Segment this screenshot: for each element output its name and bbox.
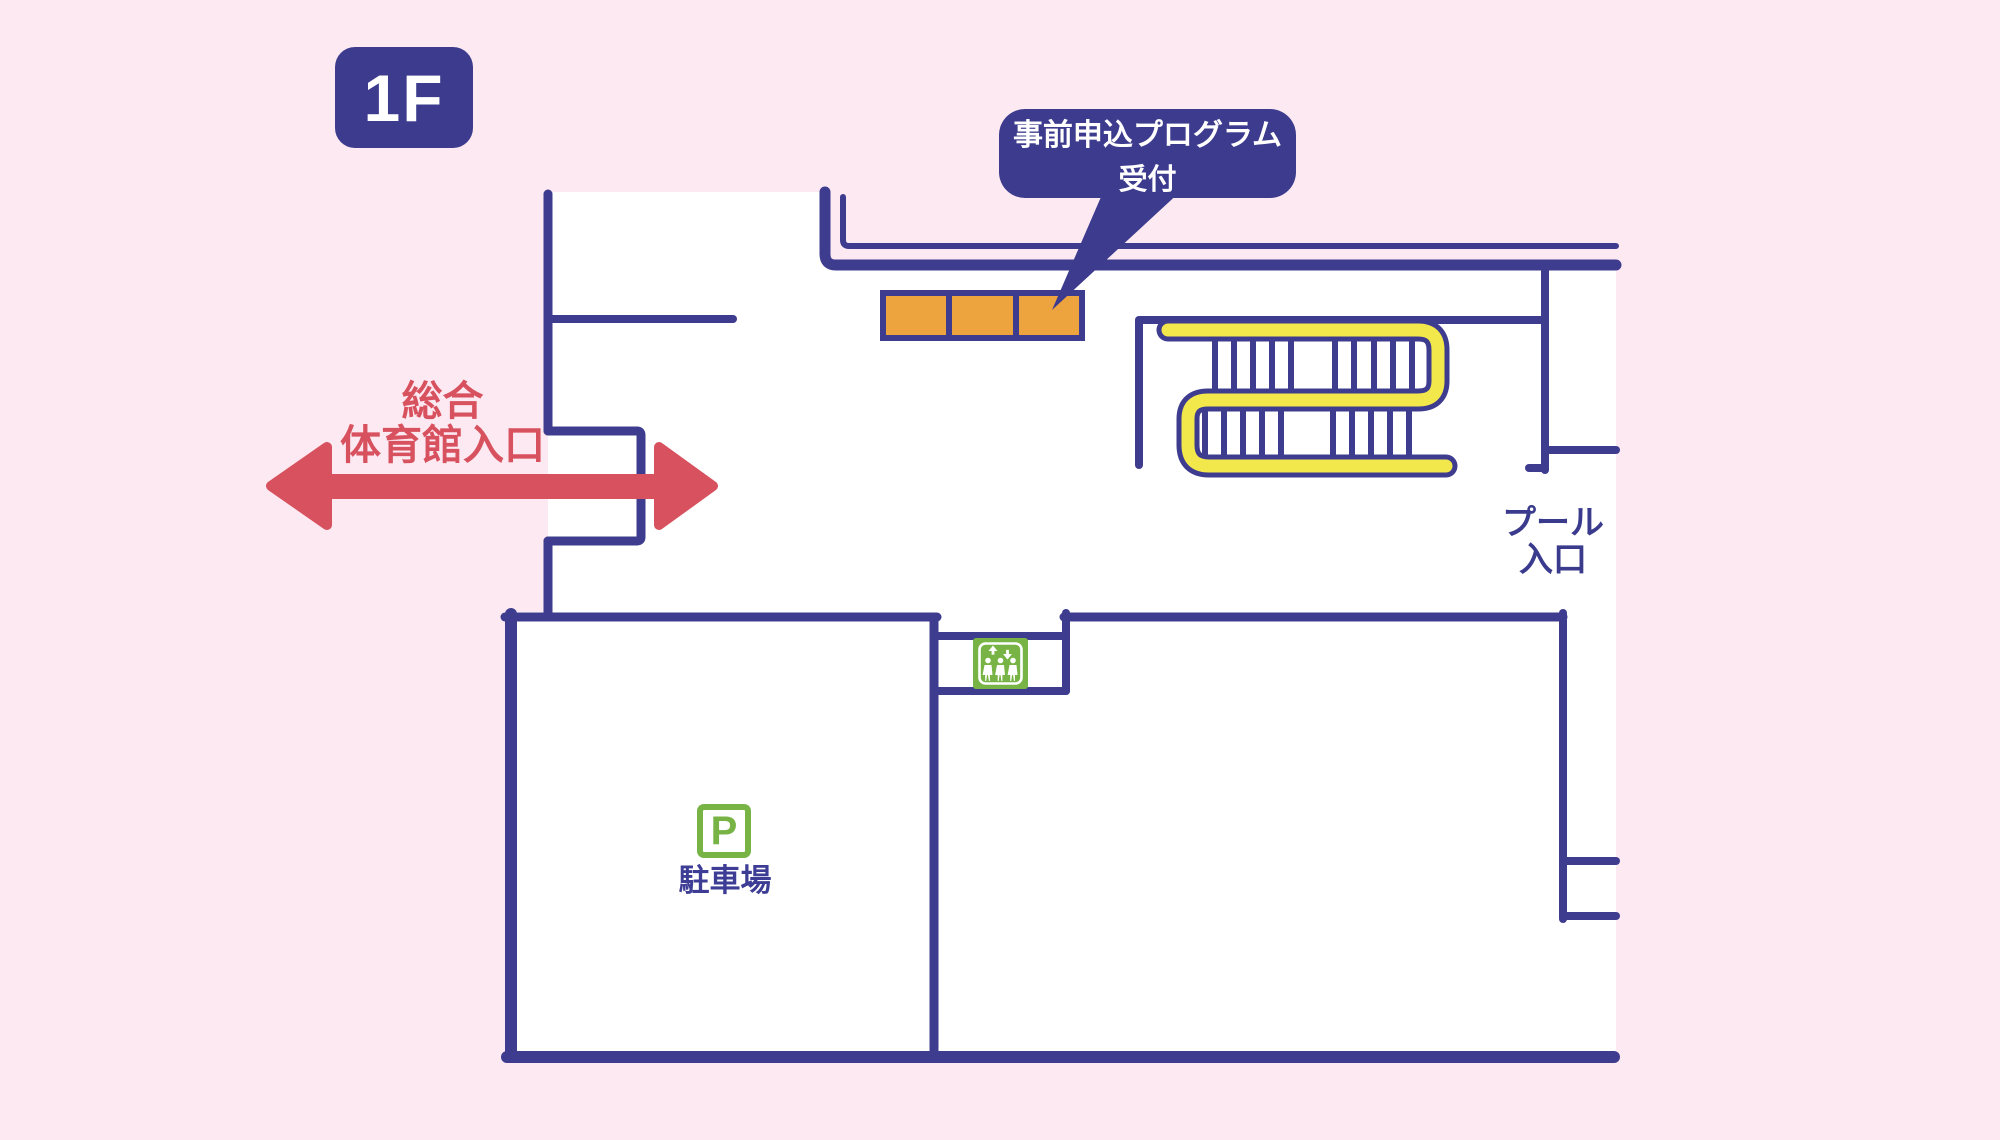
callout-tail bbox=[1052, 190, 1182, 310]
elevator-arrows bbox=[988, 645, 1012, 660]
parking-icon-letter: P bbox=[710, 808, 738, 853]
floor-main bbox=[830, 265, 1616, 1060]
entrance-arrow-head-left bbox=[266, 442, 332, 530]
callout-label: 事前申込プログラム 受付 bbox=[999, 109, 1296, 198]
gym-entrance-line1: 総合 bbox=[401, 378, 484, 424]
pool-entrance-line1: プール bbox=[1502, 504, 1604, 542]
callout-body bbox=[999, 109, 1296, 198]
wall-top-thin bbox=[840, 194, 1619, 249]
elevator-people bbox=[982, 657, 1018, 681]
entrance-arrow-shaft bbox=[306, 474, 680, 499]
floor-lobby bbox=[548, 192, 830, 1055]
parking-icon bbox=[697, 804, 751, 858]
stair-rail-yellow bbox=[1161, 323, 1453, 473]
reception-counter-dividers bbox=[946, 293, 1019, 338]
parking-label: 駐車場 bbox=[678, 863, 772, 898]
reception-counter bbox=[880, 290, 1085, 341]
reception-counter-body bbox=[880, 290, 1085, 341]
stair-steps-lower bbox=[1202, 410, 1412, 456]
callout-line2: 受付 bbox=[1118, 163, 1177, 196]
floor-badge-label: 1F bbox=[363, 60, 445, 135]
floor-badge: 1F bbox=[335, 47, 473, 148]
elevator-icon-frame bbox=[978, 642, 1023, 685]
pool-entrance-line2: 入口 bbox=[1519, 541, 1587, 580]
stair-steps bbox=[1202, 340, 1415, 456]
pool-entrance-label: プール 入口 bbox=[1478, 504, 1628, 580]
staircase bbox=[1156, 318, 1458, 478]
entrance-arrow bbox=[266, 442, 718, 530]
wall-top-thick bbox=[819, 186, 1622, 271]
walls bbox=[500, 186, 1622, 1063]
callout-line1: 事前申込プログラム bbox=[1012, 118, 1283, 152]
gym-entrance-label: 総合 体育館入口 bbox=[295, 378, 590, 468]
entrance-arrow-head-right bbox=[654, 442, 718, 530]
gym-entrance-line2: 体育館入口 bbox=[340, 421, 545, 468]
elevator-icon bbox=[973, 638, 1028, 689]
stair-steps-upper bbox=[1212, 340, 1415, 391]
callout-bubble bbox=[999, 109, 1296, 310]
